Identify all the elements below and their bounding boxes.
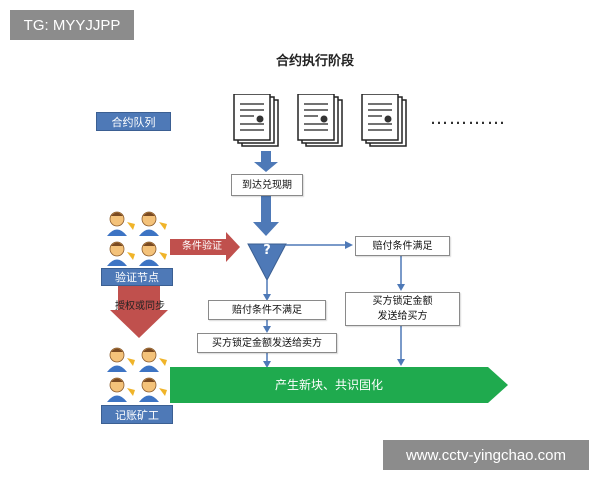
decision-question-mark: ?: [263, 243, 271, 258]
arrow-down-icon: [253, 196, 279, 236]
decision-funnel: [247, 243, 287, 282]
condition-verify-label: 条件验证: [182, 241, 222, 252]
condition-not-met-box: 赔付条件不满足: [208, 300, 326, 320]
watermark-bottom: www.cctv-yingchao.com: [383, 440, 589, 470]
person-icon: [107, 241, 135, 266]
condition-met-box: 赔付条件满足: [355, 236, 450, 256]
auth-sync-arrow: [110, 283, 168, 338]
new-block-banner: [170, 367, 508, 403]
arrow-down-icon: [263, 361, 271, 368]
arrow-right-icon: [345, 241, 353, 249]
condition-verify-arrow: [170, 232, 240, 262]
document-stack-icon: [233, 94, 279, 147]
document-stack-icon: [297, 94, 343, 147]
new-block-label: 产生新块、共识固化: [274, 378, 383, 392]
diagram-title: 合约执行阶段: [275, 54, 354, 69]
person-icon: [139, 211, 167, 236]
more-documents-ellipsis: …………: [430, 108, 506, 129]
contract-queue-label: 合约队列: [96, 112, 171, 131]
auth-sync-label: 授权或同步: [115, 301, 165, 312]
person-icon: [139, 347, 167, 372]
person-icon: [107, 347, 135, 372]
arrow-down-icon: [397, 284, 405, 291]
ledger-miner-people: [107, 347, 167, 402]
lock-send-seller-box: 买方锁定金额发送给卖方: [197, 333, 337, 353]
arrow-down-icon: [263, 326, 271, 333]
lock-send-buyer-box: 买方锁定金额 发送给买方: [345, 292, 460, 326]
contract-documents: [233, 94, 407, 147]
ledger-miner-label: 记账矿工: [101, 405, 173, 424]
arrow-down-icon: [254, 151, 278, 172]
person-icon: [139, 377, 167, 402]
verify-node-people: [107, 211, 167, 266]
watermark-top: TG: MYYJJPP: [10, 10, 134, 40]
person-icon: [107, 377, 135, 402]
verify-node-label: 验证节点: [101, 268, 173, 286]
arrow-down-icon: [397, 359, 405, 366]
arrow-down-icon: [263, 294, 271, 301]
arrive-due-box: 到达兑现期: [231, 174, 303, 196]
document-stack-icon: [361, 94, 407, 147]
person-icon: [107, 211, 135, 236]
person-icon: [139, 241, 167, 266]
